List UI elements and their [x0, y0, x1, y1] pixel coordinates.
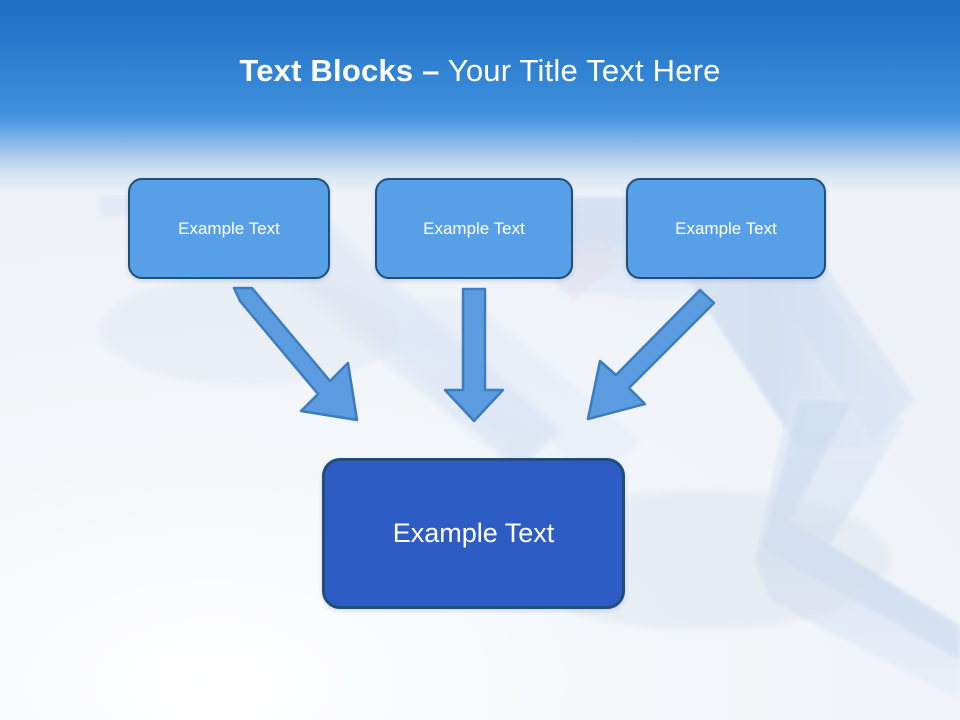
decor-ribbon-lower-right: [755, 395, 960, 700]
text-block-2[interactable]: Example Text: [375, 178, 573, 279]
text-block-result-label: Example Text: [392, 518, 555, 548]
header-band: [0, 0, 960, 200]
page-title-light: Your Title Text Here: [439, 53, 721, 88]
text-block-2-label: Example Text: [423, 218, 525, 238]
page-title-bold: Text Blocks –: [239, 53, 440, 88]
text-block-3-label: Example Text: [675, 218, 777, 238]
text-block-result[interactable]: Example Text: [322, 458, 625, 609]
page-title: Text Blocks – Your Title Text Here: [0, 52, 960, 90]
text-block-1[interactable]: Example Text: [128, 178, 330, 279]
text-block-1-label: Example Text: [178, 218, 280, 238]
text-block-3[interactable]: Example Text: [626, 178, 826, 279]
